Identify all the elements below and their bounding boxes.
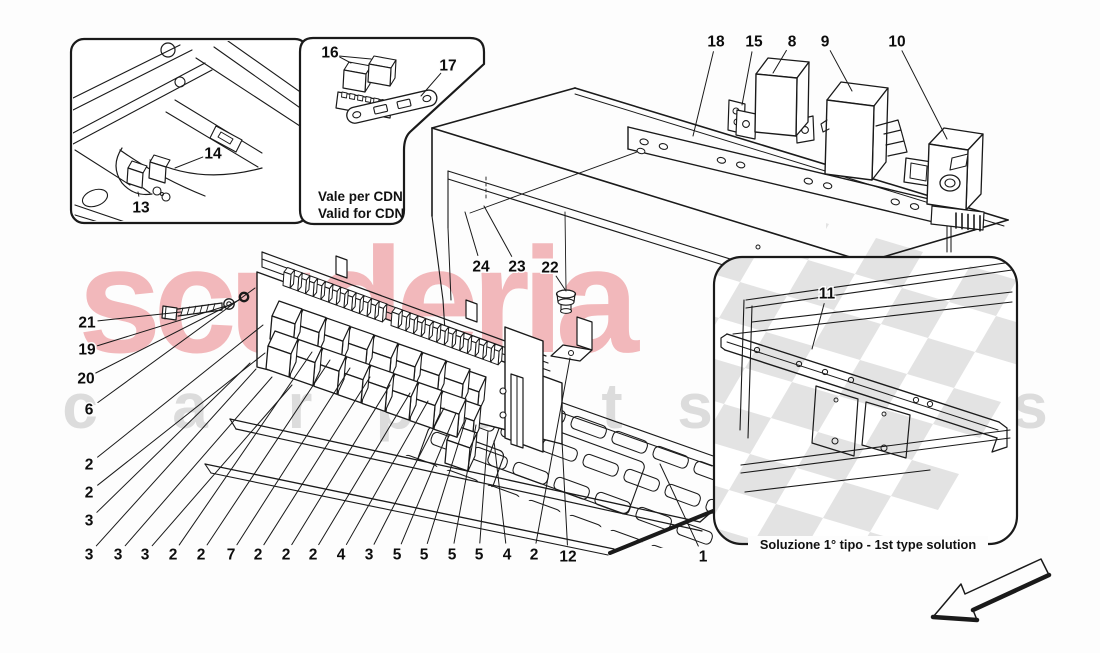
part-callout-2: 2: [85, 485, 94, 502]
watermark-letter: a: [172, 370, 208, 442]
inset-cdn: Vale per CDN Valid for CDN: [298, 36, 486, 226]
board-end-cap: [499, 326, 544, 453]
part-callout-9: 9: [821, 34, 830, 51]
part-callout-8: 8: [788, 34, 797, 51]
part-callout-2: 2: [197, 547, 206, 564]
part-callout-5: 5: [393, 547, 402, 564]
relay-cubes: [265, 300, 487, 472]
relay-8: [735, 57, 815, 144]
watermark-letter: t: [601, 370, 622, 442]
relay-10: [926, 127, 985, 253]
part-callout-22: 22: [541, 260, 558, 277]
part-callout-19: 19: [78, 342, 96, 359]
cdn-note-line2: Valid for CDN: [318, 206, 404, 221]
part-callout-13: 13: [132, 200, 150, 217]
part-callout-2: 2: [282, 547, 291, 564]
part-callout-3: 3: [365, 547, 374, 564]
part-callout-4: 4: [503, 547, 512, 564]
part-callout-4: 4: [337, 547, 346, 564]
part-callout-2: 2: [169, 547, 178, 564]
cdn-note-line1: Vale per CDN: [318, 189, 403, 204]
part-callout-17: 17: [439, 58, 456, 75]
part-callout-7: 7: [227, 547, 236, 564]
cdn-parts: [335, 55, 438, 124]
part-callout-3: 3: [85, 513, 94, 530]
part-callout-5: 5: [448, 547, 457, 564]
inset-first-type-solution: Soluzione 1° tipo - 1st type solution: [712, 255, 1019, 553]
part-callout-16: 16: [321, 45, 339, 62]
part-callout-2: 2: [309, 547, 318, 564]
part-callout-11: 11: [819, 286, 836, 303]
part-callout-2: 2: [530, 547, 539, 564]
part-callout-3: 3: [85, 547, 94, 564]
bracket-11: [720, 333, 1008, 459]
part-callout-12: 12: [559, 549, 576, 566]
part-callout-5: 5: [475, 547, 484, 564]
part-callout-1: 1: [699, 549, 708, 566]
part-callout-2: 2: [85, 457, 94, 474]
part-callout-24: 24: [472, 259, 490, 276]
grommet-22: [550, 289, 593, 362]
part-callout-23: 23: [508, 259, 526, 276]
part-callout-10: 10: [888, 34, 905, 51]
part-callout-5: 5: [420, 547, 429, 564]
part-callout-3: 3: [114, 547, 123, 564]
part-callout-21: 21: [78, 315, 96, 332]
part-callout-6: 6: [85, 402, 94, 419]
inset-interior-view: [69, 37, 310, 225]
watermark-letter: s: [677, 370, 713, 442]
part-callout-14: 14: [204, 146, 222, 163]
checker-flag: [826, 223, 923, 257]
part-callout-2: 2: [254, 547, 263, 564]
direction-arrow: [930, 558, 1052, 623]
part-callout-3: 3: [141, 547, 150, 564]
solution-caption: Soluzione 1° tipo - 1st type solution: [760, 537, 976, 552]
part-callout-20: 20: [77, 371, 94, 388]
part-callout-15: 15: [745, 34, 763, 51]
relay-9: [820, 81, 908, 181]
watermark-letter: c: [62, 370, 98, 442]
part-callout-18: 18: [707, 34, 725, 51]
watermark-letter: s: [1012, 370, 1048, 442]
